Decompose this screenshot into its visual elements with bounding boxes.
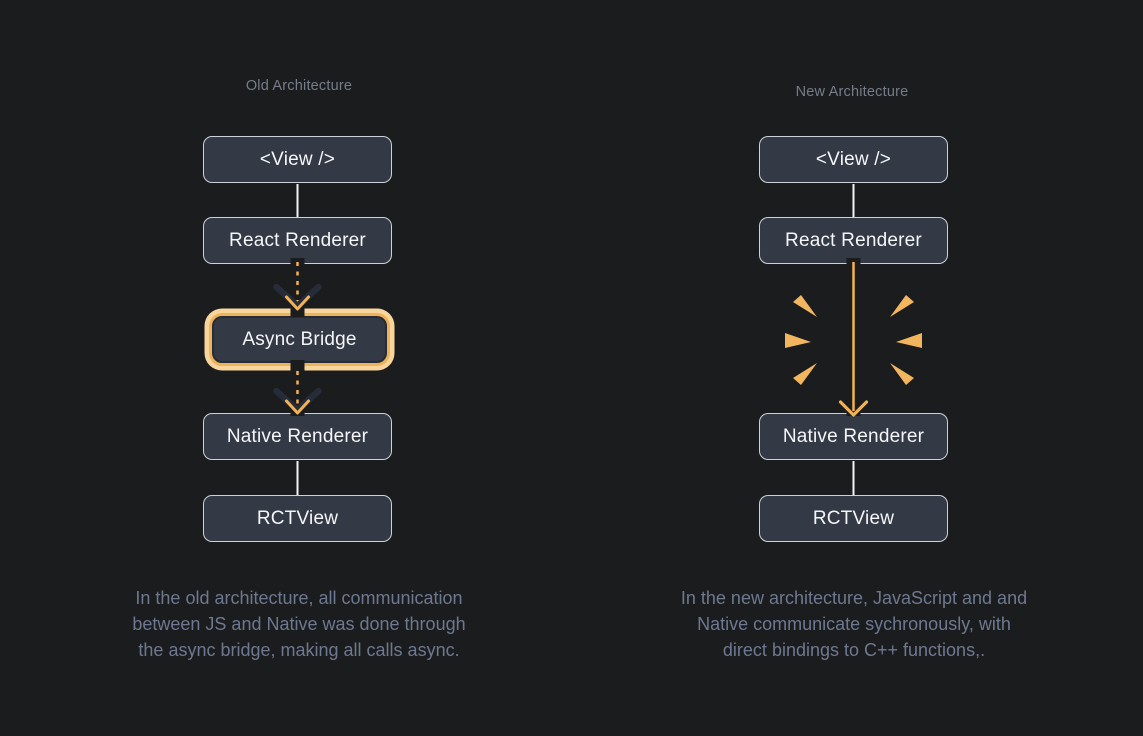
dark-arrowhead-icon — [273, 283, 322, 310]
old-node-react-renderer: React Renderer — [203, 217, 392, 264]
old-node-native-renderer: Native Renderer — [203, 413, 392, 460]
new-architecture-title: New Architecture — [795, 84, 909, 100]
old-node-view: <View /> — [203, 136, 392, 183]
spark-ray-icon — [793, 295, 817, 317]
orange-arrowhead-icon — [285, 295, 310, 311]
spark-ray-icon — [896, 333, 922, 348]
border-notch — [290, 303, 305, 317]
new-node-native-renderer: Native Renderer — [759, 413, 948, 460]
spark-burst-left — [785, 295, 817, 385]
caption-line: In the old architecture, all communicati… — [135, 588, 463, 608]
old-node-async-bridge: Async Bridge — [212, 316, 387, 363]
new-node-react-renderer: React Renderer — [759, 217, 948, 264]
spark-burst-right — [890, 295, 922, 385]
caption-line: In the new architecture, JavaScript and … — [680, 588, 1028, 608]
caption-line: direct bindings to C++ functions,. — [722, 640, 986, 660]
caption-line: between JS and Native was done through — [132, 614, 466, 634]
old-node-rctview: RCTView — [203, 495, 392, 542]
spark-ray-icon — [890, 363, 914, 385]
caption-line: Native communicate sychronously, with — [697, 614, 1011, 634]
orange-arrowhead-icon — [285, 399, 310, 415]
caption-line: the async bridge, making all calls async… — [138, 640, 460, 660]
new-architecture-caption: In the new architecture, JavaScript and … — [604, 585, 1104, 663]
spark-ray-icon — [785, 333, 811, 348]
old-architecture-title: Old Architecture — [245, 78, 353, 94]
new-node-rctview: RCTView — [759, 495, 948, 542]
spark-ray-icon — [793, 363, 817, 385]
old-architecture-caption: In the old architecture, all communicati… — [49, 585, 549, 663]
new-node-view: <View /> — [759, 136, 948, 183]
dark-arrowhead-icon — [273, 387, 322, 414]
spark-ray-icon — [890, 295, 914, 317]
